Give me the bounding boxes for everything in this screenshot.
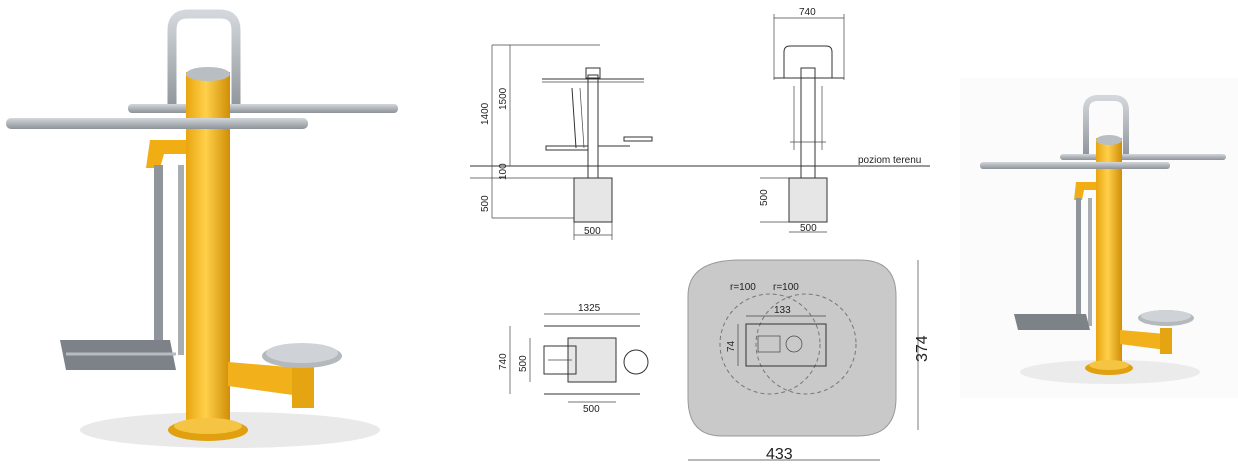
product-render-right [960, 0, 1238, 465]
dim-front-500-depth: 500 [759, 189, 770, 206]
dim-front-500-width: 500 [800, 223, 817, 234]
technical-drawing-canvas: 1400 1500 100 500 500 [470, 7, 931, 463]
equipment-illustration-large [6, 9, 398, 448]
dim-side-500-depth: 500 [480, 195, 491, 212]
dim-plan-500-inner: 500 [518, 355, 529, 372]
dim-zone-374: 374 [914, 335, 931, 362]
dim-zone-433: 433 [766, 446, 793, 463]
plan-view: 1325 740 500 500 [498, 303, 649, 415]
dim-zone-74: 74 [726, 340, 737, 352]
front-view: 740 500 500 poziom terenu [759, 7, 921, 234]
dim-zone-r2: r=100 [773, 282, 799, 293]
product-render-left [0, 0, 440, 465]
dim-plan-1325: 1325 [578, 303, 601, 314]
side-view: 1400 1500 100 500 500 [470, 44, 930, 240]
dim-front-740: 740 [799, 7, 816, 18]
dim-side-500-width: 500 [584, 226, 601, 237]
equipment-illustration-small [960, 78, 1238, 398]
dim-plan-740: 740 [498, 353, 509, 370]
dim-1500: 1500 [498, 87, 509, 110]
dim-zone-r1: r=100 [730, 282, 756, 293]
dim-zone-133: 133 [774, 305, 791, 316]
dim-plan-500-found: 500 [583, 404, 600, 415]
ground-level-label: poziom terenu [858, 155, 921, 166]
technical-drawings: 1400 1500 100 500 500 [440, 0, 960, 465]
dim-100: 100 [498, 163, 509, 180]
safety-zone-view: r=100 r=100 133 74 374 433 [687, 259, 931, 463]
dim-1400: 1400 [480, 102, 491, 125]
